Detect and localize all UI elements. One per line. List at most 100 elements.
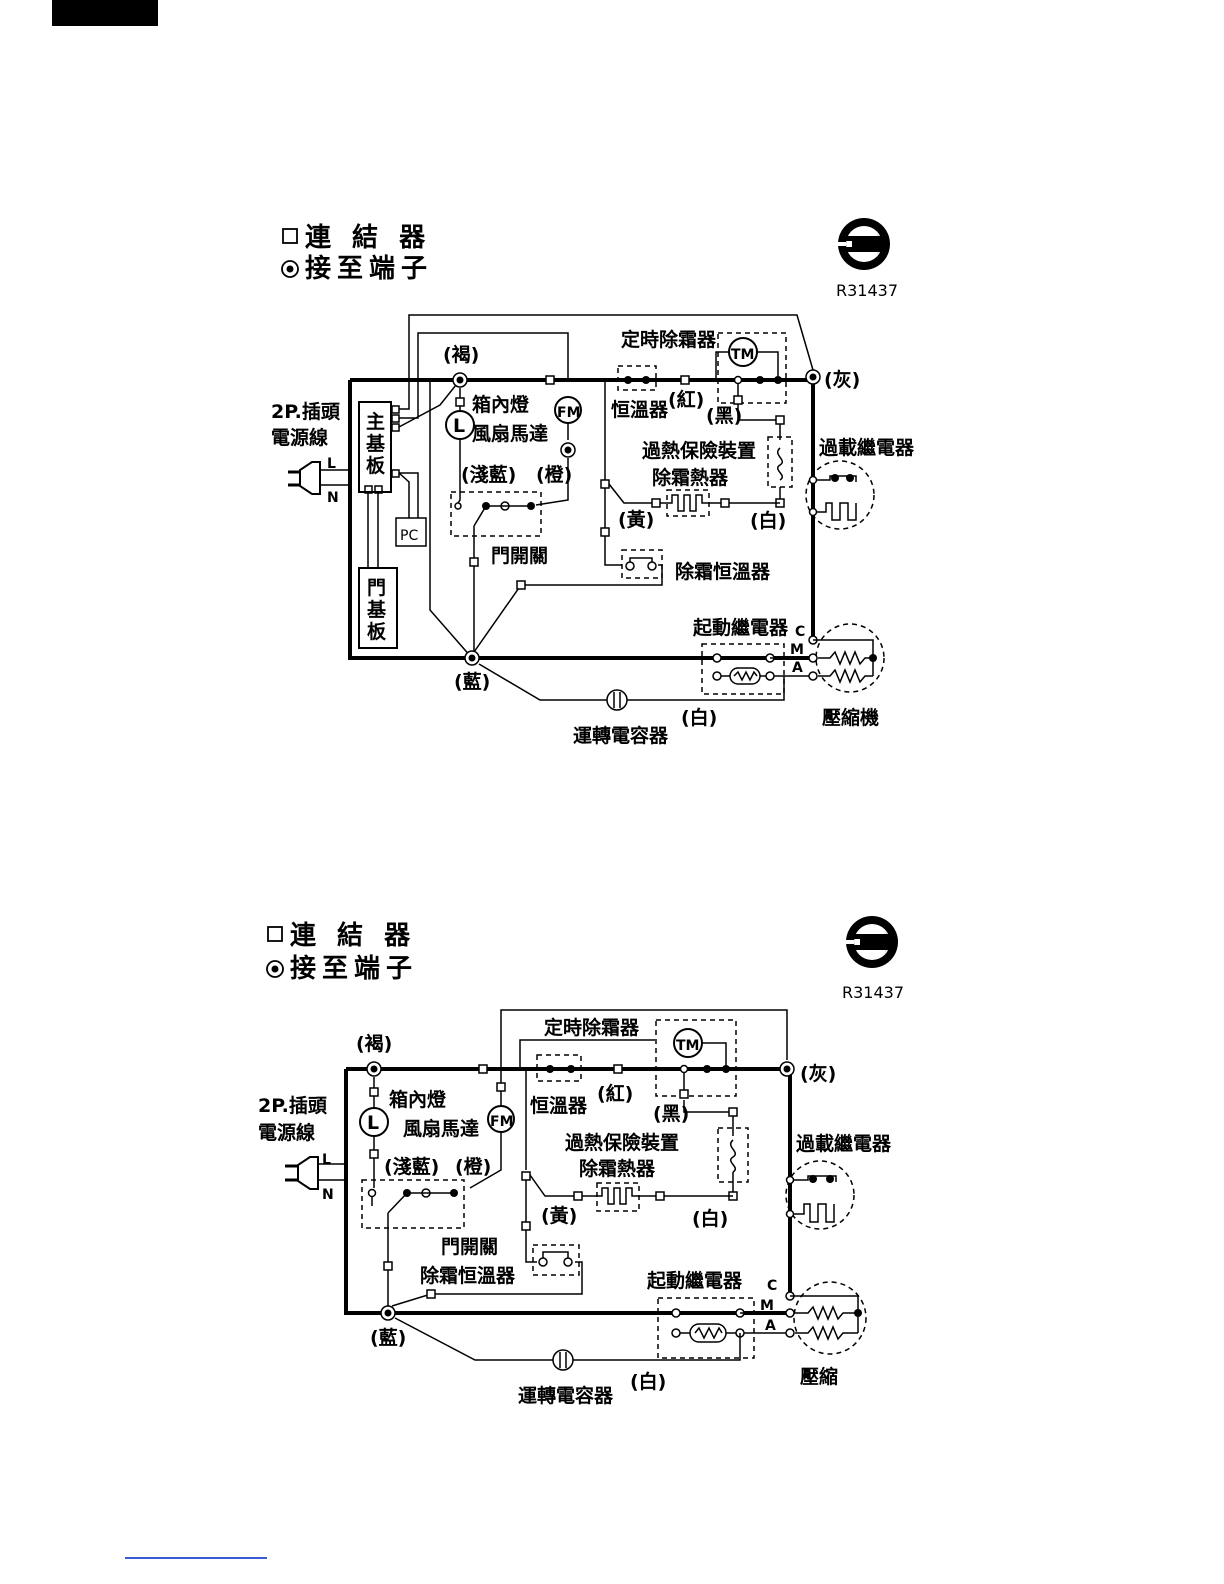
terminal-gray-icon xyxy=(779,1061,795,1077)
run-capacitor-icon xyxy=(606,689,628,711)
defrost-timer xyxy=(655,1019,737,1097)
fan-label: 風扇馬達 xyxy=(403,1117,479,1140)
thermostat xyxy=(617,365,657,391)
power-plug-icon xyxy=(288,461,350,495)
wire-white2-label: (白) xyxy=(630,1370,666,1393)
overload-relay-label: 過載繼電器 xyxy=(819,436,915,459)
diagram-2: 連 結 器 接至端子 R31437 2P.插頭 電源線 L N (褐) L 箱內… xyxy=(258,916,904,1407)
door-switch[interactable] xyxy=(361,1179,465,1229)
start-relay-label: 起動繼電器 xyxy=(646,1269,743,1292)
run-capacitor-label: 運轉電容器 xyxy=(518,1384,614,1407)
wire-red-label: (紅) xyxy=(668,388,704,411)
lamp-symbol-label: L xyxy=(367,1112,379,1134)
defrost-timer-label: 定時除霜器 xyxy=(544,1016,640,1039)
wire-light-blue-label: (淺藍) xyxy=(384,1155,439,1178)
connector-symbol-icon xyxy=(282,228,298,244)
line-n-label: N xyxy=(327,490,339,506)
thermostat xyxy=(536,1054,582,1082)
legend-terminal-label: 接至端子 xyxy=(305,254,433,284)
wire-blue-label: (藍) xyxy=(370,1327,406,1349)
door-switch[interactable] xyxy=(450,491,542,537)
wire-gray-label: (灰) xyxy=(824,368,860,391)
start-relay-label: 起動繼電器 xyxy=(692,616,789,639)
legend-2: 連 結 器 接至端子 xyxy=(266,920,418,984)
terminal-brown-icon xyxy=(366,1061,382,1077)
wire-brown-label: (褐) xyxy=(356,1032,392,1055)
legend-1: 連 結 器 接至端子 xyxy=(281,222,433,284)
lamp-symbol-label: L xyxy=(453,415,465,437)
door-switch-label: 門開關 xyxy=(441,1236,498,1258)
run-capacitor-icon xyxy=(552,1349,574,1371)
defrost-thermostat xyxy=(532,1244,580,1276)
wire-light-blue-label: (淺藍) xyxy=(461,463,516,486)
terminal-c-label: C xyxy=(795,624,805,640)
terminal-m-label: M xyxy=(760,1298,774,1314)
defrost-timer xyxy=(717,332,787,404)
power-plug-icon xyxy=(285,1156,346,1190)
door-switch-label: 門開關 xyxy=(491,545,548,567)
bsmi-certification-mark-icon xyxy=(846,916,898,968)
main-board-char-1: 主 xyxy=(366,411,385,433)
power-cord-label: 電源線 xyxy=(271,426,328,449)
power-cord-label: 電源線 xyxy=(258,1121,315,1144)
defrost-heater-label: 除霜熱器 xyxy=(579,1157,656,1180)
thermostat-label: 恒溫器 xyxy=(530,1094,588,1117)
tm-label: TM xyxy=(676,1038,699,1054)
compressor-label: 壓縮機 xyxy=(822,706,879,729)
pc-label: PC xyxy=(400,528,418,544)
wire-yellow-label: (黃) xyxy=(541,1204,577,1227)
thermostat-label: 恒溫器 xyxy=(611,398,669,421)
overload-relay xyxy=(785,1160,855,1230)
fan-motor-icon xyxy=(487,1105,515,1133)
connector-symbol-icon xyxy=(267,926,283,942)
main-board-char-3: 板 xyxy=(366,454,386,477)
wire-orange-label: (橙) xyxy=(536,463,572,486)
main-board-char-2: 基 xyxy=(365,432,386,455)
certification-code: R31437 xyxy=(836,281,898,300)
wire-white-label: (白) xyxy=(750,509,786,532)
wire-white-label: (白) xyxy=(692,1207,728,1230)
overload-relay-label: 過載繼電器 xyxy=(796,1132,892,1155)
legend-connector-label: 連 結 器 xyxy=(305,222,431,253)
compressor-label: 壓縮 xyxy=(800,1365,838,1388)
start-relay xyxy=(701,643,785,695)
wire-white2-label: (白) xyxy=(681,706,717,729)
compressor xyxy=(793,1281,867,1355)
fan-label: 風扇馬達 xyxy=(472,422,548,445)
terminal-a-label: A xyxy=(792,660,803,676)
bsmi-certification-mark-icon xyxy=(838,218,890,270)
door-board-char-3: 板 xyxy=(367,620,387,643)
terminal-brown-icon xyxy=(452,372,468,388)
wire-blue-label: (藍) xyxy=(454,671,490,693)
wire-brown-label: (褐) xyxy=(443,343,479,366)
defrost-heater-label: 除霜熱器 xyxy=(652,466,729,489)
run-capacitor-label: 運轉電容器 xyxy=(573,724,669,747)
line-l-label: L xyxy=(327,456,336,472)
terminal-blue-icon xyxy=(464,650,480,666)
fan-symbol-label: FM xyxy=(490,1114,514,1130)
bottom-rule xyxy=(125,1557,267,1559)
door-board-char-2: 基 xyxy=(366,598,387,621)
terminal-a-label: A xyxy=(765,1318,776,1334)
line-l-label: L xyxy=(322,1152,331,1168)
lamp-symbol-icon xyxy=(359,1107,389,1137)
lamp-label: 箱內燈 xyxy=(472,393,530,416)
legend-terminal-label: 接至端子 xyxy=(290,954,418,984)
wire-gray-label: (灰) xyxy=(800,1062,836,1085)
diagram-1: 連 結 器 接至端子 R31437 2P.插頭 電源線 L N 主 基 板 xyxy=(271,218,915,747)
overload-relay xyxy=(805,460,875,530)
overheat-label: 過熱保險裝置 xyxy=(642,439,756,462)
plug-label: 2P.插頭 xyxy=(258,1095,328,1117)
defrost-heater xyxy=(596,1182,640,1212)
defrost-thermostat-label: 除霜恒溫器 xyxy=(675,560,771,583)
legend-connector-label: 連 結 器 xyxy=(290,920,416,951)
certification-code: R31437 xyxy=(842,983,904,1002)
pc-block xyxy=(395,517,427,547)
terminal-c-label: C xyxy=(767,1278,777,1294)
tm-label: TM xyxy=(731,347,754,363)
terminal-m-label: M xyxy=(790,642,804,658)
plug-label: 2P.插頭 xyxy=(271,401,341,423)
line-n-label: N xyxy=(322,1187,334,1203)
corner-tab xyxy=(52,0,158,26)
